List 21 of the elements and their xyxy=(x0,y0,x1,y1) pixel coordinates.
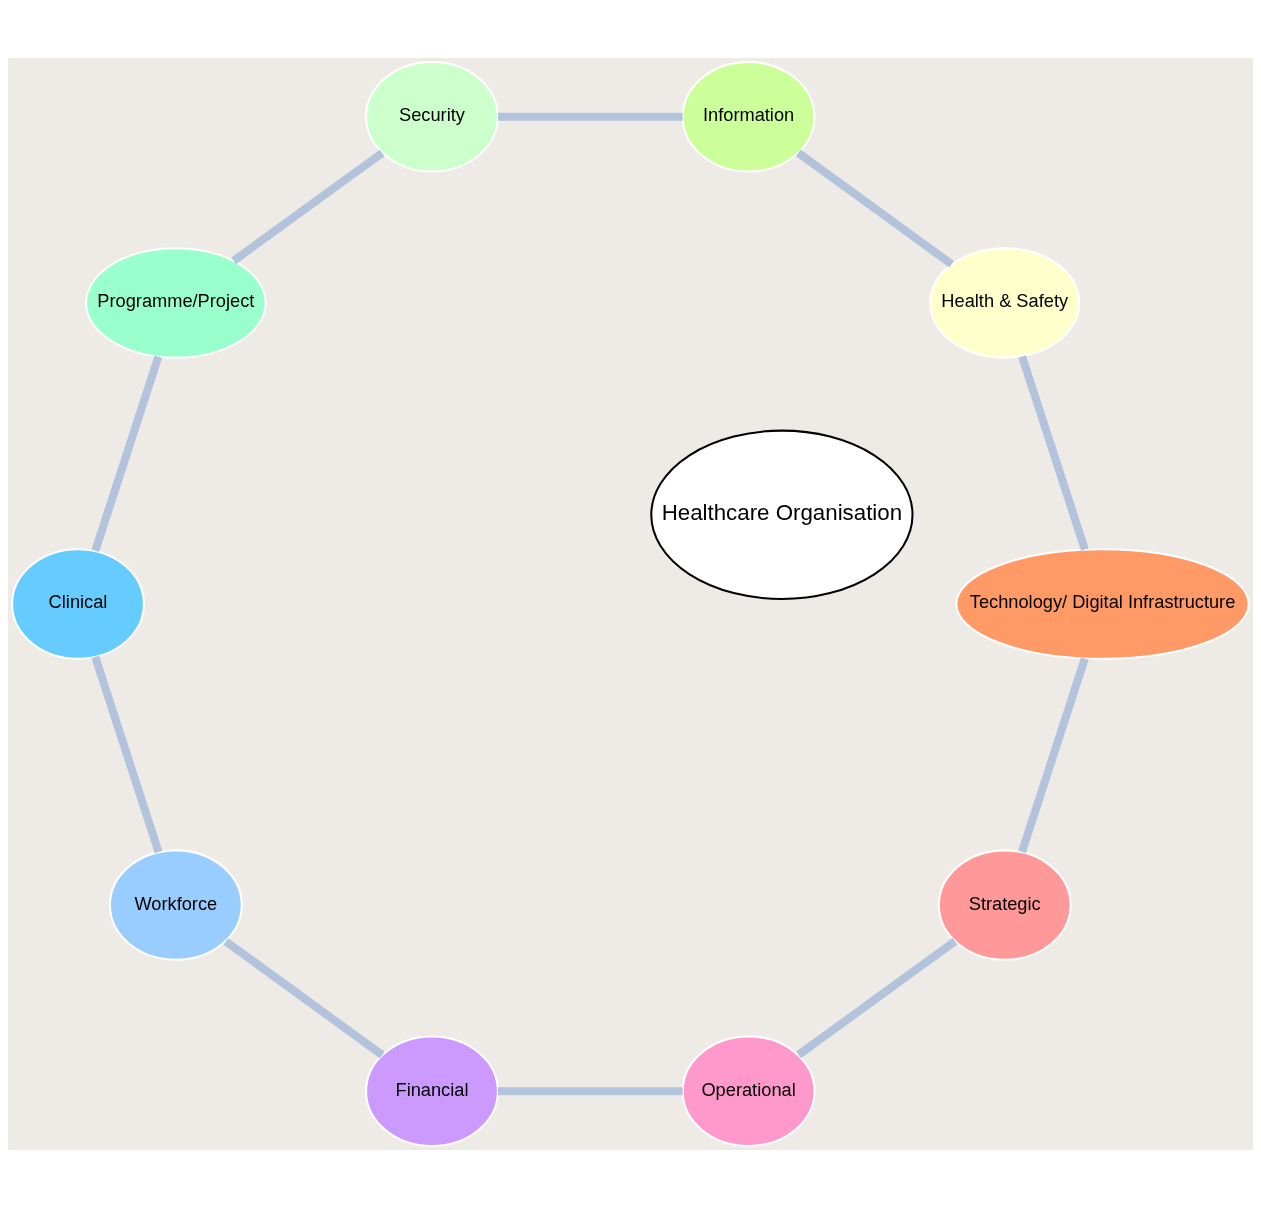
node-ellipse: Healthcare Organisation xyxy=(650,429,914,600)
node-ellipse: Security xyxy=(365,60,499,173)
connector xyxy=(497,112,683,121)
connector xyxy=(1018,354,1089,551)
node-ellipse: Programme/Project xyxy=(85,246,267,359)
connector xyxy=(795,149,955,268)
connector xyxy=(223,937,385,1058)
node-ellipse: Technology/ Digital Infrastructure xyxy=(955,547,1250,660)
node-ellipse: Information xyxy=(681,60,816,173)
connector xyxy=(796,937,958,1058)
connector xyxy=(91,355,163,552)
connector xyxy=(1018,656,1089,853)
connector xyxy=(231,149,385,264)
node-ellipse: Operational xyxy=(681,1034,816,1147)
node-ellipse: Financial xyxy=(365,1034,499,1147)
connector xyxy=(497,1086,683,1095)
node-ellipse: Health & Safety xyxy=(929,246,1081,359)
node-ellipse: Strategic xyxy=(937,848,1072,961)
node-ellipse: Clinical xyxy=(11,547,145,660)
connector xyxy=(91,655,163,853)
node-ellipse: Workforce xyxy=(108,848,243,961)
